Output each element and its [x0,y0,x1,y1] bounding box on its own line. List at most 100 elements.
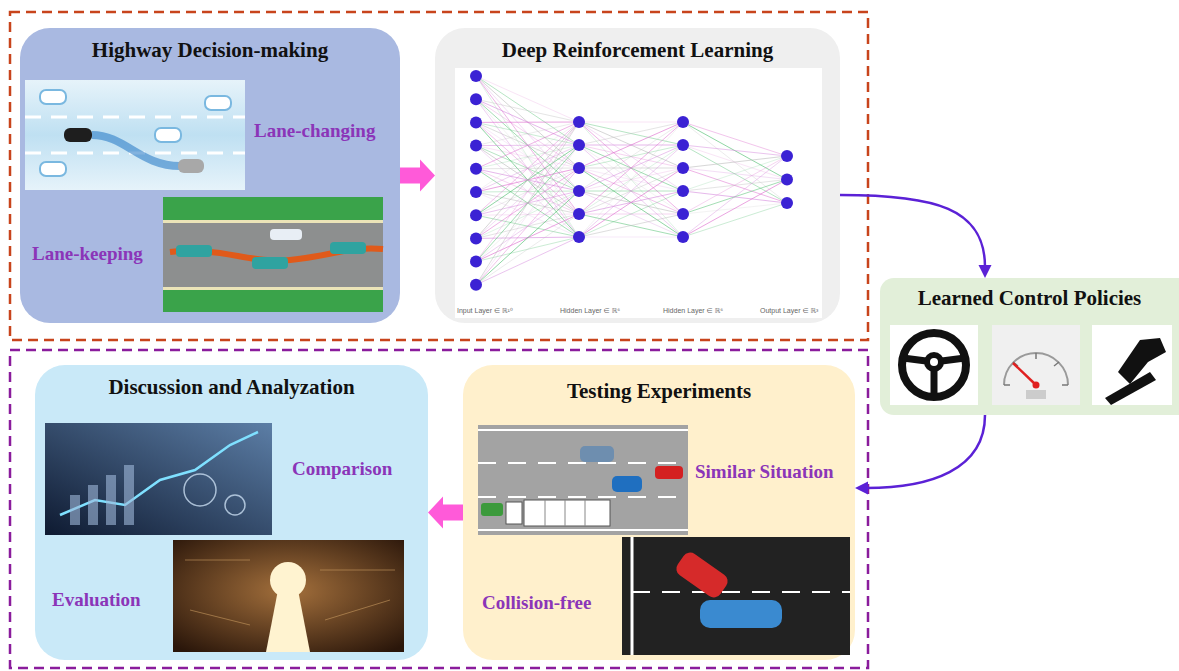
network-link [579,214,683,237]
text-slot: Deep Reinforcement Learning [435,38,840,63]
speedometer-icon [992,325,1080,405]
highway-traffic-picture [478,425,688,535]
highway-traffic-picture [481,503,503,516]
network-unit [781,197,793,209]
network-link [476,237,579,285]
speedometer-icon [1054,362,1059,366]
business-chart-picture [124,465,134,525]
curved-connector [840,195,985,267]
neural-network [455,68,822,318]
network-link [476,122,579,123]
lane-change-scene [64,128,92,142]
speedometer-icon [1004,353,1068,385]
keyhole-picture [325,600,390,620]
network-link [579,145,683,237]
highway-traffic-picture [478,425,688,535]
network-link [579,122,683,145]
steering-wheel-icon [902,333,966,397]
network-link [476,122,579,262]
arrow-head [979,265,992,278]
scene-label: Lane-changing [252,120,377,142]
business-chart-picture [106,475,116,525]
network-link [476,99,579,168]
lane-keep-scene [163,287,383,290]
network-link [476,99,579,122]
collision-picture [632,591,850,593]
scene-label: Evaluation [50,589,143,611]
text-slot: Collision-free [480,592,593,614]
network-link [579,191,683,237]
lane-change-scene [25,80,245,190]
keyhole-picture [173,540,404,652]
speedometer-icon [1033,382,1040,389]
network-units [470,70,793,291]
network-unit [573,116,585,128]
lane-change-scene [155,128,181,142]
steering-wheel-icon [890,325,978,405]
text-slot: Discussion and Analyzation [35,375,428,400]
text-slot: Similar Situation [693,461,835,483]
network-unit [781,150,793,162]
layer-label: Hidden Layer ∈ ℝ⁶ [663,307,723,315]
network-unit [470,116,482,128]
network-link [683,122,787,156]
steering-wheel-icon [930,358,938,366]
lane-change-scene [40,90,66,104]
block-arrow [428,497,463,529]
lane-keep-scene [163,197,383,312]
network-unit [677,139,689,151]
network-unit [677,231,689,243]
collision-picture [622,537,850,655]
collision-picture [673,549,731,600]
highway-traffic-picture [478,529,688,531]
text-slot: Lane-keeping [30,243,145,265]
network-unit [677,185,689,197]
scene-label: Similar Situation [693,461,835,483]
highway-traffic-picture [478,496,688,498]
lane-keep-scene [163,220,383,223]
network-link [579,237,683,238]
network-unit [677,162,689,174]
text-slot: Highway Decision-making [20,38,400,63]
network-link [683,156,787,168]
flow-arrow [428,497,463,529]
network-link [579,122,683,123]
network-link [476,76,579,122]
training-region [10,12,868,340]
panel-title: Discussion and Analyzation [108,375,354,400]
flow-arrow [400,160,435,192]
lane-keep-scene [163,197,383,312]
network-unit [470,256,482,268]
highway-traffic-picture [478,462,688,464]
network-link [683,156,787,191]
network-link [579,122,683,168]
neural-network [455,68,822,318]
network-link [683,145,787,203]
keyhole-picture [320,570,395,571]
network-link [476,214,579,285]
keyhole-picture [266,590,310,652]
network-link [476,76,579,191]
network-link [476,76,579,237]
business-chart-picture [45,423,272,535]
highway-traffic-picture [612,476,642,492]
network-link [683,203,787,237]
lane-keep-scene [163,222,383,288]
speedometer-icon [1013,363,1036,385]
network-unit [677,208,689,220]
scene-label: Lane-keeping [30,243,145,265]
network-link [683,122,787,180]
text-slot: Hidden Layer ∈ ℝ⁶ [560,307,620,315]
network-links [476,76,787,285]
layer-label: Output Layer ∈ ℝ³ [760,307,818,315]
collision-picture [622,537,850,655]
speedometer-icon [992,325,1080,405]
network-link [683,156,787,237]
network-link [579,122,683,145]
curved-connector [866,415,985,488]
network-link [476,122,579,146]
steering-wheel-icon [924,352,944,372]
network-link [683,122,787,203]
